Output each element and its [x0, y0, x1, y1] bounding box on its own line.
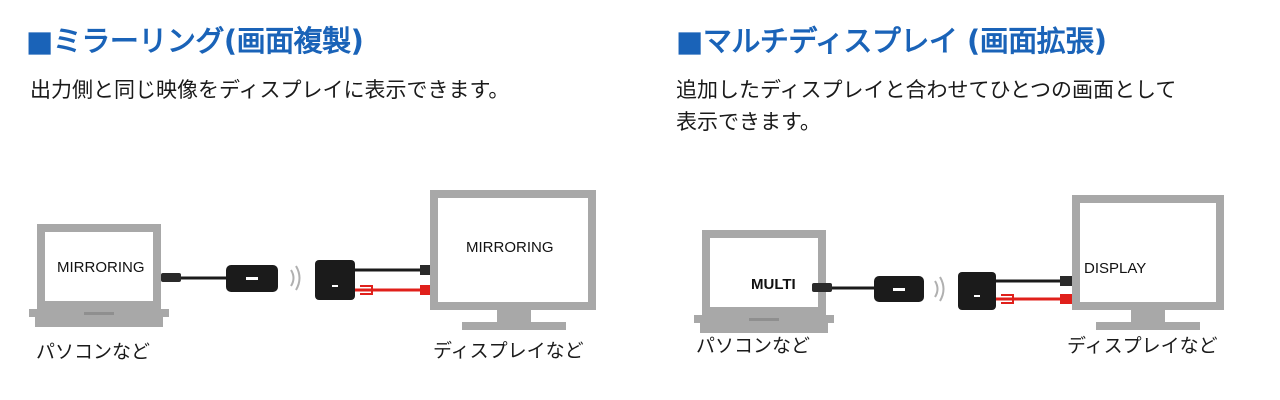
multi-display-diagram: MULTI DISPLAY — [694, 195, 1224, 357]
mirroring-diagram: MIRRORING MIRRO — [29, 190, 596, 363]
laptop-icon — [694, 230, 834, 333]
laptop-caption: パソコンなど — [36, 341, 150, 363]
multi-display-description-line: 表示できます。 — [676, 110, 821, 134]
monitor-screen-text: MIRRORING — [466, 239, 554, 256]
monitor-caption: ディスプレイなど — [1067, 335, 1218, 357]
receiver-box — [315, 260, 355, 300]
wireless-signal-icon — [934, 276, 945, 302]
usb-plug — [812, 283, 832, 292]
monitor-icon — [430, 190, 596, 330]
laptop-caption: パソコンなど — [696, 335, 810, 357]
transmitter-dongle — [874, 276, 924, 302]
multi-display-title: ■マルチディスプレイ (画面拡張) — [676, 24, 1107, 58]
usb-connector — [1060, 276, 1074, 286]
mirroring-title: ■ミラーリング(画面複製) — [26, 24, 364, 58]
usb-connector — [420, 265, 434, 275]
monitor-screen-text: DISPLAY — [1084, 260, 1146, 277]
monitor-icon — [1072, 195, 1224, 330]
mirroring-description: 出力側と同じ映像をディスプレイに表示できます。 — [30, 78, 510, 102]
multi-display-description: 追加したディスプレイと合わせてひとつの画面として 表示できます。 — [676, 74, 1266, 138]
wireless-signal-icon — [290, 265, 301, 291]
hdmi-connector — [420, 285, 434, 295]
usb-plug — [161, 273, 181, 282]
mirroring-section: ■ミラーリング(画面複製) 出力側と同じ映像をディスプレイに表示できます。 MI… — [26, 24, 596, 363]
multi-display-description-line: 追加したディスプレイと合わせてひとつの画面として — [676, 78, 1177, 102]
laptop-screen-text: MIRRORING — [57, 259, 145, 276]
hdmi-connector — [1060, 294, 1074, 304]
monitor-caption: ディスプレイなど — [433, 340, 584, 362]
receiver-box — [958, 272, 996, 310]
multi-display-section: ■マルチディスプレイ (画面拡張) 追加したディスプレイと合わせてひとつの画面と… — [640, 0, 1280, 400]
laptop-icon — [29, 224, 169, 327]
transmitter-dongle — [226, 265, 278, 292]
laptop-screen-text: MULTI — [751, 276, 796, 293]
